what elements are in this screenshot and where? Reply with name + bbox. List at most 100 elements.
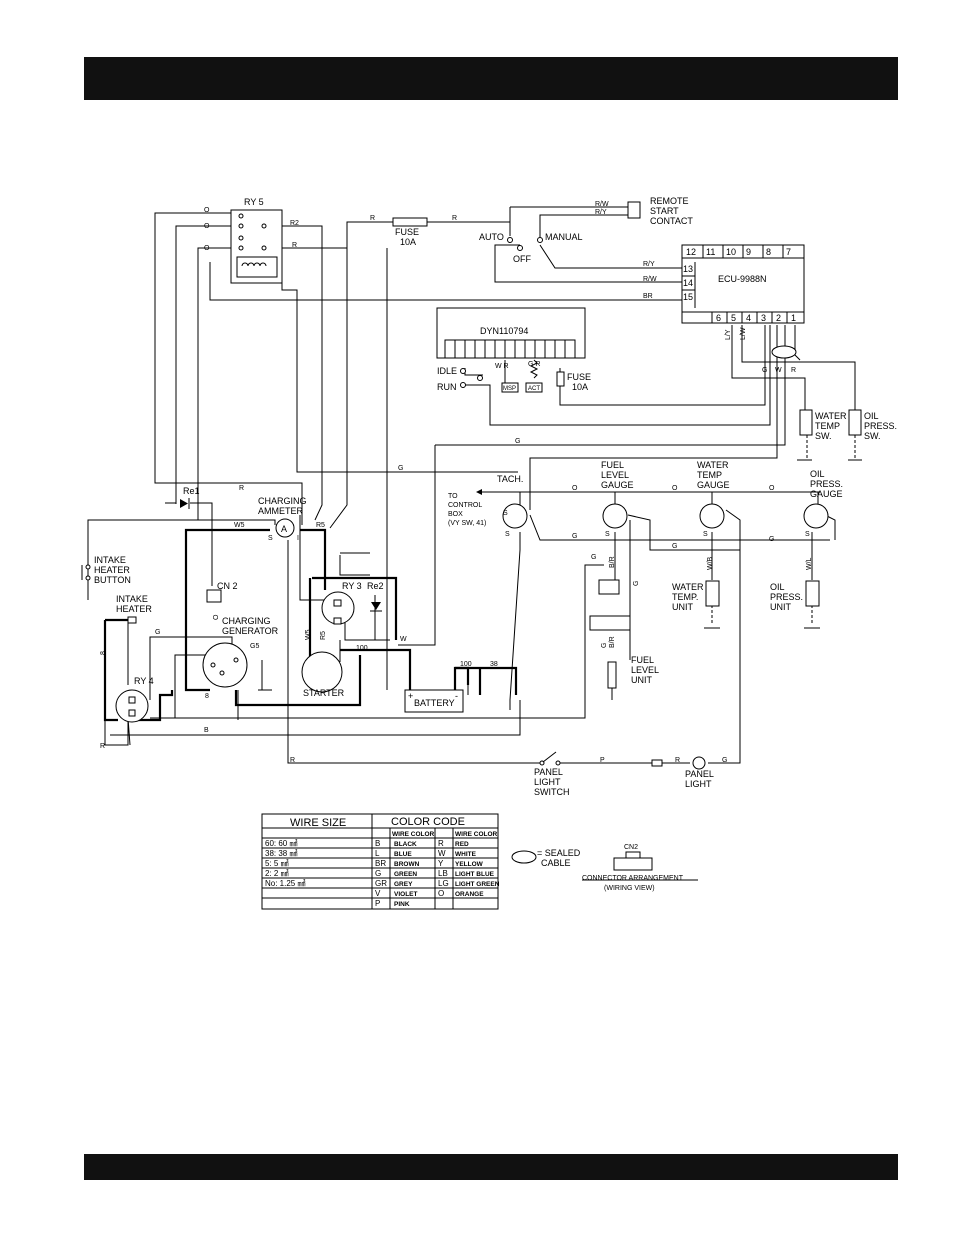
svg-text:FUEL: FUEL [601, 460, 624, 470]
svg-text:WATER: WATER [672, 582, 704, 592]
svg-text:CHARGING: CHARGING [258, 496, 307, 506]
manual-label: MANUAL [545, 232, 583, 242]
battery: BATTERY + - [404, 689, 464, 713]
color-code-abbr: BR [375, 859, 386, 868]
svg-text:R5: R5 [320, 631, 327, 640]
svg-text:STARTER: STARTER [303, 688, 345, 698]
sealed-cable-legend: = SEALED CABLE [511, 848, 581, 868]
svg-text:LEVEL: LEVEL [631, 665, 659, 675]
ecu-side-pin: 14 [683, 278, 693, 288]
charging-ammeter: A CHARGING AMMETER [258, 496, 307, 538]
wire-size-row: 38: 38 ㎟ [265, 849, 297, 858]
footer-bar [84, 1154, 898, 1180]
svg-text:L/Y: L/Y [725, 329, 732, 340]
svg-text:G: G [672, 543, 677, 550]
svg-text:O: O [204, 223, 210, 230]
ecu-bottom-pin: 1 [791, 313, 796, 323]
svg-text:SW.: SW. [864, 431, 881, 441]
svg-text:CONTACT: CONTACT [650, 216, 693, 226]
fuse-top-label-2: 10A [400, 237, 416, 247]
svg-text:GENERATOR: GENERATOR [222, 626, 279, 636]
ecu-bottom-pin: 5 [731, 313, 736, 323]
color-code-name: BLACK [394, 841, 417, 848]
svg-text:LEVEL: LEVEL [601, 470, 629, 480]
color-code-name: VIOLET [394, 891, 418, 898]
act-label: ACT [528, 386, 540, 392]
charging-generator: CHARGING GENERATOR [202, 616, 279, 688]
off-label: OFF [513, 254, 531, 264]
ecu-label: ECU-9988N [718, 274, 767, 284]
connector-cn2: CN 2 [206, 581, 238, 603]
svg-text:R: R [292, 242, 297, 249]
color-code-name: WHITE [455, 851, 477, 858]
svg-text:R5: R5 [316, 522, 325, 529]
svg-text:INTAKE: INTAKE [116, 594, 148, 604]
ecu-bottom-pin: 6 [716, 313, 721, 323]
svg-text:R: R [675, 757, 680, 764]
relay-ry4: RY 4 [115, 676, 154, 723]
color-code-name: YELLOW [455, 861, 484, 868]
svg-text:= SEALED: = SEALED [537, 848, 581, 858]
svg-text:8: 8 [100, 651, 107, 655]
svg-text:GAUGE: GAUGE [810, 489, 843, 499]
svg-text:W5: W5 [305, 629, 312, 640]
ecu-side-pin: 13 [683, 264, 693, 274]
svg-text:FUEL: FUEL [631, 655, 654, 665]
wire-labels: O O O R2 R R R R/W R/Y R/Y R/W BR G G R … [100, 201, 810, 764]
svg-text:G: G [601, 643, 608, 648]
svg-text:REMOTE: REMOTE [650, 196, 689, 206]
svg-text:R/W: R/W [595, 201, 609, 208]
wire-size-row: 60: 60 ㎟ [265, 839, 297, 848]
svg-text:CONNECTOR ARRANGEMENT: CONNECTOR ARRANGEMENT [582, 875, 684, 882]
ry5-label: RY 5 [244, 197, 264, 207]
color-code-abbr: LB [438, 869, 448, 878]
intake-heater: INTAKE HEATER [116, 594, 152, 624]
rotated-wire-labels: L/Y L/W W/B W/L B/R B/R G G W5 R5 8 O [100, 327, 813, 655]
svg-text:TEMP.: TEMP. [672, 592, 698, 602]
color-code-abbr: V [375, 889, 381, 898]
svg-text:100: 100 [356, 645, 368, 652]
svg-text:WIRE COLOR: WIRE COLOR [392, 831, 435, 838]
thin-wires [87, 206, 856, 764]
svg-text:S: S [605, 531, 610, 538]
color-code-abbr: O [438, 889, 444, 898]
svg-text:CN 2: CN 2 [217, 581, 238, 591]
svg-text:HEATER: HEATER [94, 565, 130, 575]
connector-arrangement-legend: CN2 CONNECTOR ARRANGEMENT (WIRING VIEW) [582, 844, 698, 892]
svg-text:INTAKE: INTAKE [94, 555, 126, 565]
svg-text:SW.: SW. [815, 431, 832, 441]
svg-text:O: O [213, 614, 220, 620]
svg-text:TEMP: TEMP [815, 421, 840, 431]
svg-text:R: R [290, 757, 295, 764]
svg-text:CN2: CN2 [624, 844, 638, 851]
wire-size-row: No: 1.25 ㎟ [265, 879, 305, 888]
svg-text:OIL: OIL [770, 582, 785, 592]
svg-text:R: R [791, 367, 796, 374]
ecu-bottom-pin: 3 [761, 313, 766, 323]
svg-text:S: S [703, 531, 708, 538]
svg-text:PRESS.: PRESS. [864, 421, 897, 431]
svg-text:G: G [398, 465, 403, 472]
svg-text:R: R [452, 215, 457, 222]
svg-text:R: R [100, 743, 105, 750]
color-code-abbr: R [438, 839, 444, 848]
ecu-bottom-pin: 2 [776, 313, 781, 323]
svg-text:CABLE: CABLE [541, 858, 571, 868]
wire-size-row: 5: 5 ㎟ [265, 859, 289, 868]
ecu-top-pin: 9 [746, 247, 751, 257]
panel-light-switch: PANEL LIGHT SWITCH [534, 751, 570, 797]
svg-text:-: - [455, 691, 458, 701]
color-code-title: COLOR CODE [391, 816, 465, 828]
svg-text:O: O [572, 485, 578, 492]
svg-text:G5: G5 [250, 643, 259, 650]
svg-text:W R: W R [495, 363, 509, 370]
color-code-name: PINK [394, 901, 410, 908]
oil-press-gauge: OIL PRESS. GAUGE [803, 469, 843, 529]
color-code-abbr: P [375, 899, 380, 908]
svg-text:WATER: WATER [697, 460, 729, 470]
